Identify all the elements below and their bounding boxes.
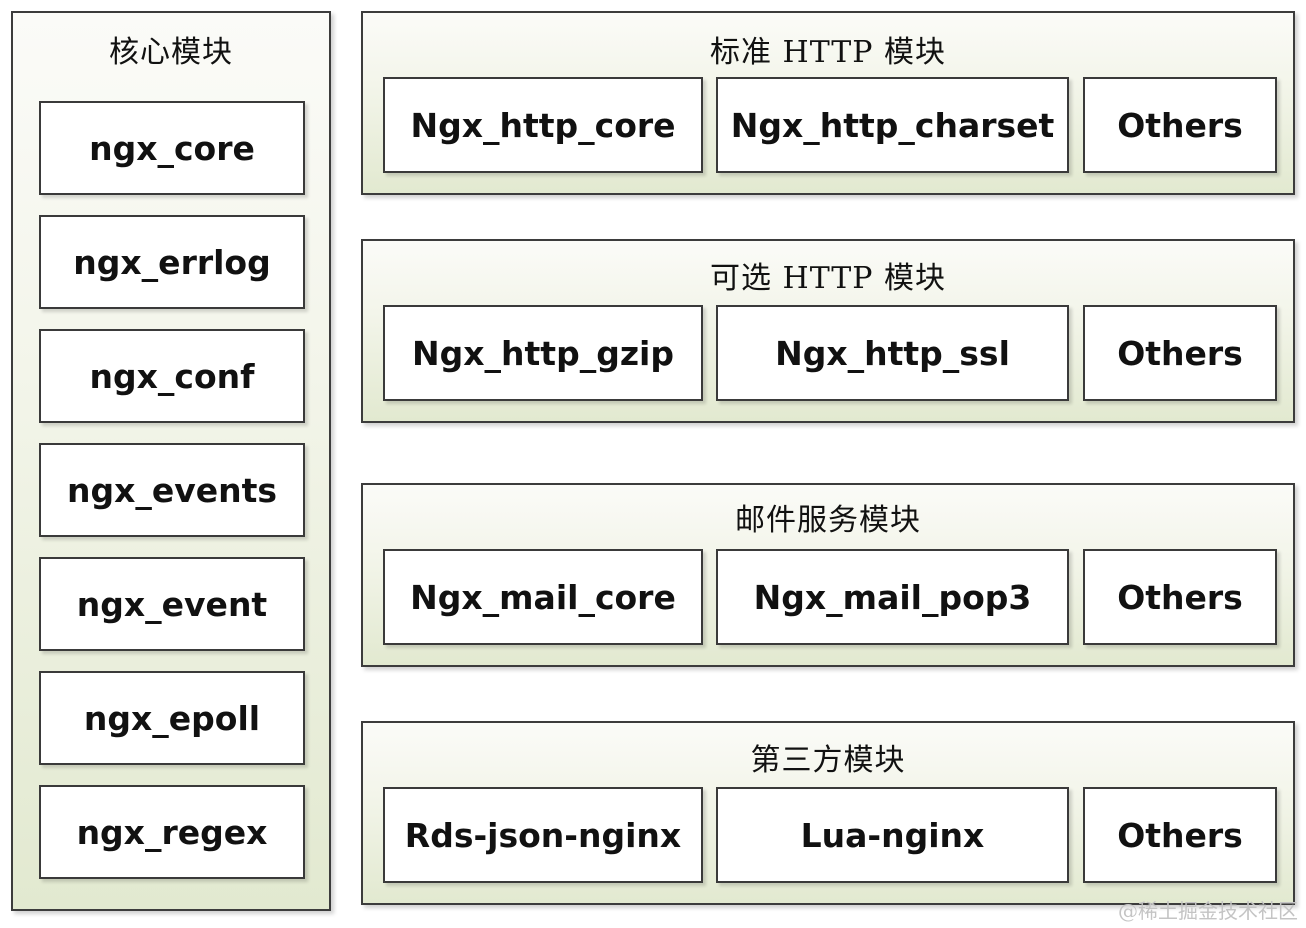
- module-box: Ngx_http_ssl: [716, 305, 1069, 401]
- watermark: @稀土掘金技术社区: [1118, 899, 1298, 923]
- third-party-title: 第三方模块: [750, 743, 906, 778]
- module-box: Lua-nginx: [716, 787, 1069, 883]
- module-box: Others: [1083, 77, 1277, 173]
- module-box: Others: [1083, 305, 1277, 401]
- optional-http-title: 可选 HTTP 模块: [710, 261, 946, 296]
- module-box: Rds-json-nginx: [383, 787, 703, 883]
- module-box: Ngx_mail_core: [383, 549, 703, 645]
- standard-http-title: 标准 HTTP 模块: [710, 35, 946, 70]
- core-module-box: ngx_conf: [39, 329, 305, 423]
- core-module-box: ngx_regex: [39, 785, 305, 879]
- core-module-box: ngx_core: [39, 101, 305, 195]
- module-box: Ngx_mail_pop3: [716, 549, 1069, 645]
- core-module-box: ngx_errlog: [39, 215, 305, 309]
- core-module-box: ngx_epoll: [39, 671, 305, 765]
- module-box: Ngx_http_core: [383, 77, 703, 173]
- module-box: Others: [1083, 787, 1277, 883]
- core-module-box: ngx_event: [39, 557, 305, 651]
- module-box: Others: [1083, 549, 1277, 645]
- mail-modules-title: 邮件服务模块: [735, 503, 921, 538]
- module-box: Ngx_http_charset: [716, 77, 1069, 173]
- core-modules-title: 核心模块: [109, 35, 233, 70]
- core-module-box: ngx_events: [39, 443, 305, 537]
- module-box: Ngx_http_gzip: [383, 305, 703, 401]
